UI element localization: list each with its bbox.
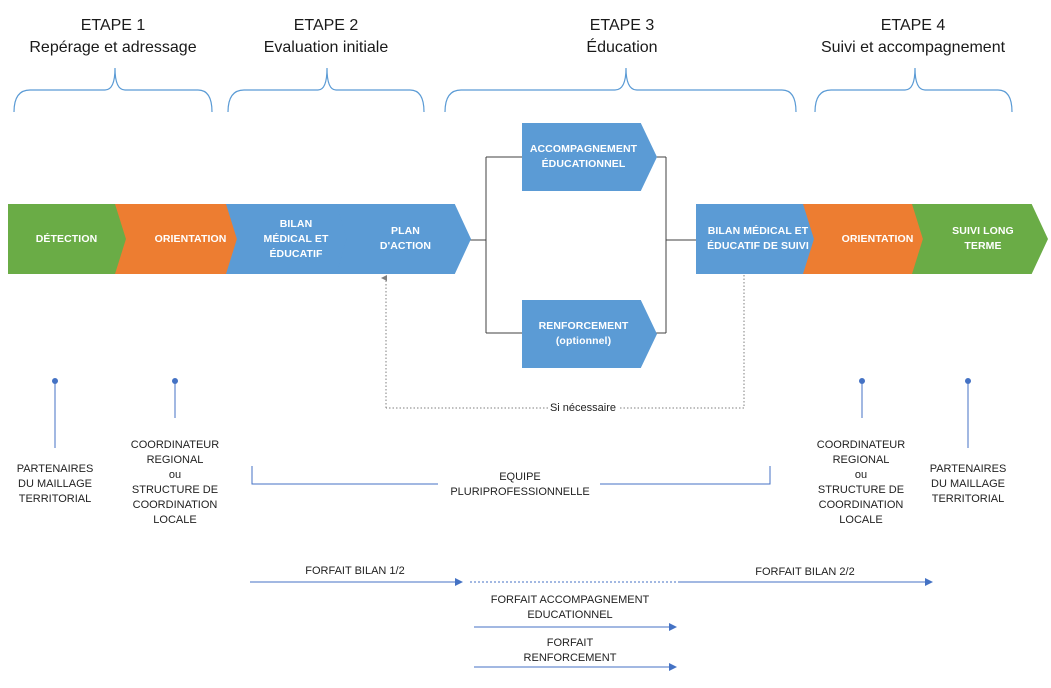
stage-3-title: ETAPE 3 bbox=[589, 17, 655, 34]
brace-stage-1 bbox=[13, 67, 213, 113]
stage-braces bbox=[13, 67, 1013, 113]
step-accompagnement: ACCOMPAGNEMENT ÉDUCATIONNEL bbox=[522, 123, 657, 191]
brace-stage-2 bbox=[227, 67, 425, 113]
feedback-loop bbox=[381, 275, 745, 409]
step-orientation-1: ORIENTATION bbox=[115, 204, 252, 274]
step-suivi-long-terme: SUIVI LONG TERME bbox=[912, 204, 1048, 274]
equipe-bracket bbox=[251, 466, 771, 485]
step-bilan-suivi-label: BILAN MÉDICAL ET ÉDUCATIF DE SUIVI bbox=[707, 225, 809, 252]
stage-2-heading: ETAPE 2 Evaluation initiale bbox=[206, 15, 446, 59]
stage-4-heading: ETAPE 4 Suivi et accompagnement bbox=[793, 15, 1033, 59]
stage-3-heading: ETAPE 3 Éducation bbox=[502, 15, 742, 59]
stage-3-subtitle: Éducation bbox=[586, 39, 658, 56]
step-orientation-1-label: ORIENTATION bbox=[154, 232, 227, 245]
brace-stage-3 bbox=[444, 67, 797, 113]
actor-coordinateur-right: COORDINATEUR REGIONAL ou STRUCTURE DE CO… bbox=[816, 439, 906, 526]
stage-1-title: ETAPE 1 bbox=[80, 17, 146, 34]
actor-partenaires-left: PARTENAIRES DU MAILLAGE TERRITORIAL bbox=[16, 463, 94, 505]
forfait-bilan-2: FORFAIT BILAN 2/2 bbox=[755, 566, 855, 578]
step-bilan-label: BILAN MÉDICAL ET ÉDUCATIF bbox=[263, 217, 329, 260]
step-accompagnement-label: ACCOMPAGNEMENT ÉDUCATIONNEL bbox=[529, 143, 638, 170]
brace-stage-4 bbox=[814, 67, 1013, 113]
step-renforcement: RENFORCEMENT (optionnel) bbox=[522, 300, 657, 368]
actor-partenaires-right: PARTENAIRES DU MAILLAGE TERRITORIAL bbox=[929, 463, 1007, 505]
step-bilan: BILAN MÉDICAL ET ÉDUCATIF bbox=[226, 204, 362, 274]
branch-lines bbox=[470, 156, 696, 334]
stage-1-subtitle: Repérage et adressage bbox=[29, 39, 197, 56]
step-detection-label: DÉTECTION bbox=[35, 232, 98, 245]
step-plan-action-label: PLAN D'ACTION bbox=[379, 225, 432, 252]
stage-2-title: ETAPE 2 bbox=[293, 17, 359, 34]
stage-4-title: ETAPE 4 bbox=[880, 17, 946, 34]
actor-equipe: EQUIPE PLURIPROFESSIONNELLE bbox=[450, 471, 590, 498]
stage-2-subtitle: Evaluation initiale bbox=[263, 39, 389, 56]
stage-4-subtitle: Suivi et accompagnement bbox=[820, 39, 1006, 56]
loop-label: Si nécessaire bbox=[548, 401, 618, 416]
forfait-accompagnement: FORFAIT ACCOMPAGNEMENT EDUCATIONNEL bbox=[490, 594, 650, 621]
step-renforcement-label: RENFORCEMENT (optionnel) bbox=[538, 320, 629, 347]
forfait-renforcement: FORFAIT RENFORCEMENT bbox=[523, 637, 617, 664]
forfait-arrows bbox=[250, 578, 933, 671]
actor-pins bbox=[52, 378, 971, 448]
step-plan-action: PLAN D'ACTION bbox=[336, 204, 471, 274]
step-orientation-2-label: ORIENTATION bbox=[841, 232, 914, 245]
step-suivi-long-terme-label: SUIVI LONG TERME bbox=[952, 225, 1014, 252]
forfait-bilan-1: FORFAIT BILAN 1/2 bbox=[305, 565, 405, 577]
stage-1-heading: ETAPE 1 Repérage et adressage bbox=[0, 15, 233, 59]
actor-coordinateur-left: COORDINATEUR REGIONAL ou STRUCTURE DE CO… bbox=[130, 439, 220, 526]
